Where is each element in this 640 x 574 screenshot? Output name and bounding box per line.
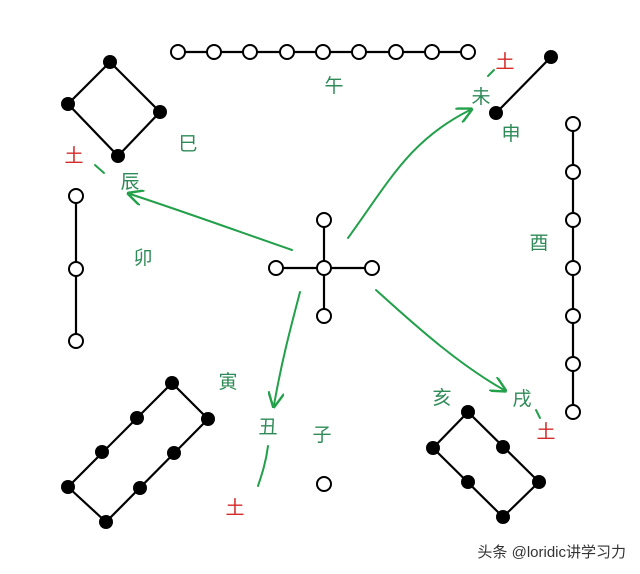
branch-wu: 午 (324, 75, 343, 97)
branch-si: 巳 (178, 133, 197, 155)
arrow-to-chou (274, 291, 301, 405)
dash-wei (487, 69, 495, 77)
bottom-left-ladder-eight-filled (61, 376, 215, 529)
branch-you: 酉 (529, 232, 548, 254)
branch-wei: 未 (471, 86, 490, 108)
earth-chou: 土 (225, 497, 244, 519)
earth-chen: 土 (64, 145, 83, 167)
arrow-to-chen (130, 194, 293, 251)
branch-labels: 午 未 申 酉 戌 亥 子 丑 寅 卯 辰 巳 (120, 75, 548, 446)
top-right-diagonal-two-filled (489, 50, 558, 120)
branch-yin: 寅 (218, 371, 237, 393)
bottom-single-open (316, 476, 332, 492)
earth-xu: 土 (536, 421, 555, 443)
bottom-right-ladder-six-filled (426, 405, 546, 524)
branch-xu: 戌 (512, 388, 531, 410)
branch-mao: 卯 (133, 247, 152, 269)
branch-chou: 丑 (258, 416, 277, 438)
left-chain-three-open (68, 188, 84, 349)
watermark: 头条 @loridic讲学习力 (477, 544, 626, 561)
dash-xu (535, 409, 541, 419)
branch-chen: 辰 (120, 171, 139, 193)
center-cross-five-open (268, 212, 380, 324)
earth-labels: 土 土 土 土 (64, 51, 555, 519)
branch-hai: 亥 (432, 387, 451, 409)
right-chain-seven-open (565, 116, 581, 420)
dash-chen (94, 164, 105, 174)
top-chain-nine-open (170, 44, 476, 60)
arrow-to-xu (375, 289, 504, 390)
top-left-diamond-four-filled (61, 55, 167, 163)
dash-chou (257, 445, 269, 487)
earth-dash-marks (94, 69, 541, 487)
earth-wei: 土 (495, 51, 514, 73)
branch-zi: 子 (312, 424, 331, 446)
center-to-earth-arrows (130, 110, 504, 405)
arrow-to-wei (347, 110, 470, 239)
branch-shen: 申 (501, 123, 520, 145)
